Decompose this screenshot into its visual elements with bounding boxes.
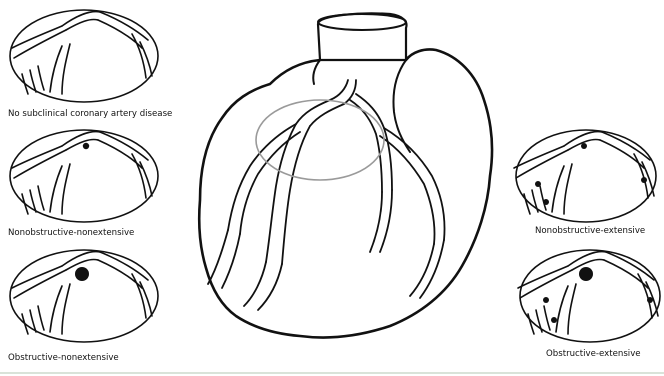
aorta-opening [318,14,406,30]
heart-illustration [199,13,492,337]
panel-nonobstructive-extensive [514,130,656,222]
highlight-region [256,100,384,180]
caption-obstructive-nonextensive: Obstructive-nonextensive [8,353,119,363]
aorta [318,13,406,60]
caption-obstructive-extensive: Obstructive-extensive [546,349,641,359]
panel-nonobstructive-nonextensive [10,130,158,222]
heart-outline [199,49,492,337]
panel-obstructive-nonextensive [10,250,158,342]
caption-no-disease: No subclinical coronary artery disease [8,109,172,119]
coronary-arteries [208,80,445,310]
bottom-divider [0,372,664,374]
panel-no-disease [10,10,158,102]
panel-obstructive-extensive [518,250,660,342]
plaque-large [75,267,89,281]
plaque-small [83,143,89,149]
caption-nonobstructive-extensive: Nonobstructive-extensive [535,226,645,236]
caption-nonobstructive-nonextensive: Nonobstructive-nonextensive [8,228,134,238]
